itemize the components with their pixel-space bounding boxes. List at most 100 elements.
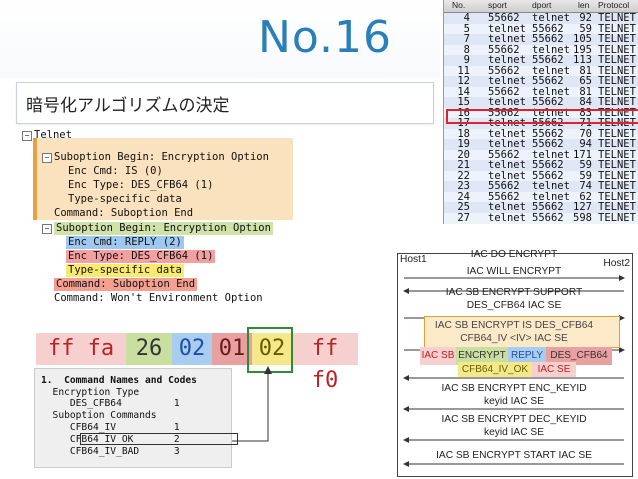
code-line-enc-type: Encryption Type bbox=[41, 387, 140, 398]
hex-iac-sb: ff fa bbox=[36, 333, 126, 365]
packet-len: 113 bbox=[573, 54, 592, 66]
packet-protocol: TELNET bbox=[598, 75, 636, 87]
packet-no: 22 bbox=[457, 169, 470, 182]
detail-enc-type-2[interactable]: Enc Type: DES_CFB64 (1) bbox=[66, 250, 216, 263]
packet-len: 59 bbox=[579, 169, 592, 182]
col-sport[interactable]: sport bbox=[488, 0, 507, 10]
packet-no: 23 bbox=[457, 180, 470, 192]
packet-protocol: TELNET bbox=[598, 211, 636, 224]
packet-sport: 55662 bbox=[488, 190, 520, 203]
packet-protocol: TELNET bbox=[598, 12, 636, 24]
packet-dport: telnet bbox=[532, 64, 570, 77]
packet-sport: 55662 bbox=[488, 64, 520, 77]
col-no[interactable]: No. bbox=[452, 0, 466, 10]
packet-sport: telnet bbox=[488, 54, 526, 66]
collapse-telnet-icon[interactable]: − bbox=[22, 131, 32, 141]
col-protocol[interactable]: Protocol bbox=[598, 0, 630, 10]
detail-type-specific-2[interactable]: Type-specific data bbox=[66, 264, 184, 277]
packet-dport: telnet bbox=[532, 148, 570, 161]
packet-protocol: TELNET bbox=[598, 201, 636, 213]
packet-protocol: TELNET bbox=[598, 64, 636, 77]
encryption-is-highlight bbox=[33, 138, 293, 220]
hex-bytes-row: ff fa 26 02 01 02 ff f0 bbox=[18, 333, 358, 393]
detail-suboption-begin-2[interactable]: Suboption Begin: Encryption Option bbox=[54, 222, 273, 235]
collapse-suboption-1-icon[interactable]: − bbox=[42, 153, 52, 163]
msg-support: IAC SB ENCRYPT SUPPORT DES_CFB64 IAC SE bbox=[445, 287, 583, 311]
detail-enc-cmd-reply[interactable]: Enc Cmd: REPLY (2) bbox=[66, 236, 184, 249]
host2-label: Host2 bbox=[603, 258, 630, 269]
packet-sport: 55662 bbox=[488, 12, 520, 24]
packet-no: 15 bbox=[457, 96, 470, 108]
hex-reply: 02 bbox=[172, 333, 212, 365]
packet-no: 24 bbox=[457, 190, 470, 203]
packet-protocol: TELNET bbox=[598, 159, 636, 171]
packet-len: 195 bbox=[573, 43, 592, 56]
msg-will-encrypt: IAC WILL ENCRYPT bbox=[466, 266, 562, 277]
packet-protocol: TELNET bbox=[598, 106, 636, 119]
detail-enc-type-1[interactable]: Enc Type: DES_CFB64 (1) bbox=[68, 179, 214, 191]
packet-list-header: No. sport dport len Protocol bbox=[444, 0, 638, 13]
sequence-diagram: Host1 Host2 IAC DO ENCRYPT IAC WILL ENCR… bbox=[397, 249, 633, 477]
packet-protocol: TELNET bbox=[598, 169, 636, 182]
packet-protocol: TELNET bbox=[598, 138, 636, 150]
col-dport[interactable]: dport bbox=[532, 0, 552, 10]
packet-no: 5 bbox=[463, 22, 470, 35]
packet-sport: telnet bbox=[488, 211, 526, 224]
seg-iv-ok: CFB64_IV_OK bbox=[458, 362, 532, 377]
slide-header-background bbox=[0, 0, 440, 78]
detail-telnet[interactable]: Telnet bbox=[34, 129, 72, 141]
msg-is: IAC SB ENCRYPT IS DES_CFB64 CFB64_IV <IV… bbox=[434, 320, 594, 344]
packet-len: 171 bbox=[573, 148, 592, 161]
packet-len: 127 bbox=[573, 201, 592, 213]
msg-enc-keyid: IAC SB ENCRYPT ENC_KEYID keyid IAC SE bbox=[441, 383, 587, 407]
packet-sport: telnet bbox=[488, 96, 526, 108]
detail-suboption-end-1[interactable]: Command: Suboption End bbox=[54, 207, 194, 219]
packet-no: 20 bbox=[457, 148, 470, 161]
packet-len: 65 bbox=[579, 75, 592, 87]
detail-enc-cmd-is[interactable]: Enc Cmd: IS (0) bbox=[68, 165, 163, 177]
packet-no: 16 bbox=[457, 106, 470, 119]
collapse-suboption-2-icon[interactable]: − bbox=[42, 224, 52, 234]
packet-sport: telnet bbox=[488, 22, 526, 35]
packet-len: 83 bbox=[579, 106, 592, 119]
packet-dport: 55662 bbox=[532, 211, 564, 224]
packet-detail-pane[interactable]: − Telnet − Suboption Begin: Encryption O… bbox=[18, 126, 298, 312]
packet-len: 59 bbox=[579, 159, 592, 171]
detail-suboption-begin-1[interactable]: Suboption Begin: Encryption Option bbox=[54, 151, 269, 163]
packet-no: 21 bbox=[457, 159, 470, 171]
packet-len: 70 bbox=[579, 127, 592, 140]
packet-len: 62 bbox=[579, 190, 592, 203]
seg-iac-se: IAC SE bbox=[532, 362, 576, 377]
detail-suboption-end-2[interactable]: Command: Suboption End bbox=[54, 278, 198, 291]
packet-no: 18 bbox=[457, 127, 470, 140]
code-line-iv-ok: CFB64_IV_OK 2 bbox=[41, 434, 180, 445]
msg-is-highlight bbox=[424, 316, 620, 348]
packet-no: 9 bbox=[463, 54, 470, 66]
detail-wont-environment[interactable]: Command: Won't Environment Option bbox=[54, 292, 263, 304]
packet-protocol: TELNET bbox=[598, 33, 636, 45]
packet-sport: telnet bbox=[488, 201, 526, 213]
rfc-code-names-box: 1. Command Names and Codes Encryption Ty… bbox=[34, 368, 238, 468]
col-len[interactable]: len bbox=[578, 0, 590, 10]
detail-type-specific-1[interactable]: Type-specific data bbox=[68, 193, 182, 205]
